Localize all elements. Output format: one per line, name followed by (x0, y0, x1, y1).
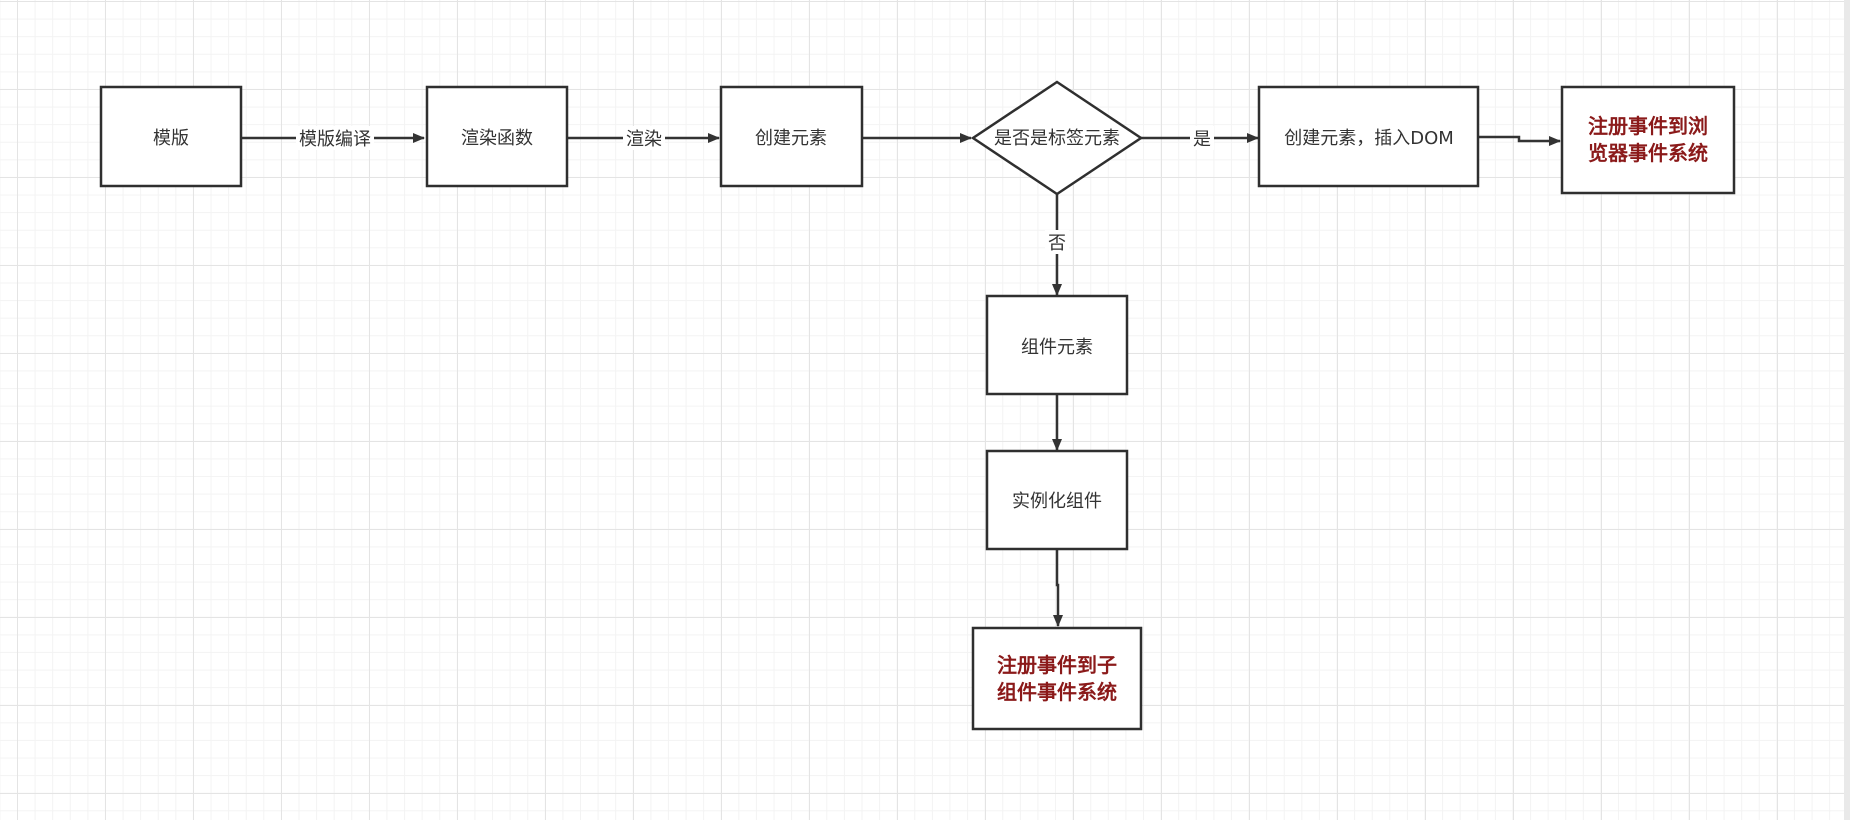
node-component[interactable]: 组件元素 (985, 294, 1129, 396)
node-render-fn[interactable]: 渲染函数 (425, 85, 569, 188)
node-create-el-label: 创建元素 (755, 128, 827, 149)
node-component-label: 组件元素 (1021, 337, 1093, 358)
node-register-browser-line-1: 注册事件到浏 (1588, 114, 1708, 138)
node-register-child[interactable]: 注册事件到子 组件事件系统 (971, 626, 1143, 731)
node-is-tag-label: 是否是标签元素 (994, 128, 1120, 149)
edge-create-insert-to-register-browser (1478, 135, 1561, 146)
node-render-fn-label: 渲染函数 (461, 128, 533, 149)
edge-label-compile: 模版编译 (299, 129, 371, 150)
node-register-browser[interactable]: 注册事件到浏 览器事件系统 (1560, 85, 1736, 195)
edge-instantiate-to-register-child (1053, 549, 1063, 627)
node-register-browser-line-2: 览器事件系统 (1588, 141, 1708, 165)
node-instantiate[interactable]: 实例化组件 (985, 449, 1129, 551)
node-create-insert[interactable]: 创建元素，插入DOM (1257, 85, 1480, 188)
edge-label-yes: 是 (1193, 129, 1211, 150)
node-register-child-line-1: 注册事件到子 (997, 653, 1117, 677)
edge-label-no: 否 (1048, 233, 1066, 254)
node-create-el[interactable]: 创建元素 (719, 85, 864, 188)
node-instantiate-label: 实例化组件 (1012, 491, 1102, 512)
node-register-child-line-2: 组件事件系统 (997, 680, 1117, 704)
node-template[interactable]: 模版 (99, 85, 243, 188)
edge-labels: 模版编译 渲染 是 否 (296, 126, 1214, 254)
canvas-edge-bar (1844, 0, 1850, 820)
edge-label-render: 渲染 (626, 129, 662, 150)
node-template-label: 模版 (153, 128, 189, 149)
node-create-insert-label: 创建元素，插入DOM (1284, 128, 1454, 149)
edges (241, 133, 1561, 627)
node-is-tag-decision[interactable]: 是否是标签元素 (970, 80, 1144, 196)
